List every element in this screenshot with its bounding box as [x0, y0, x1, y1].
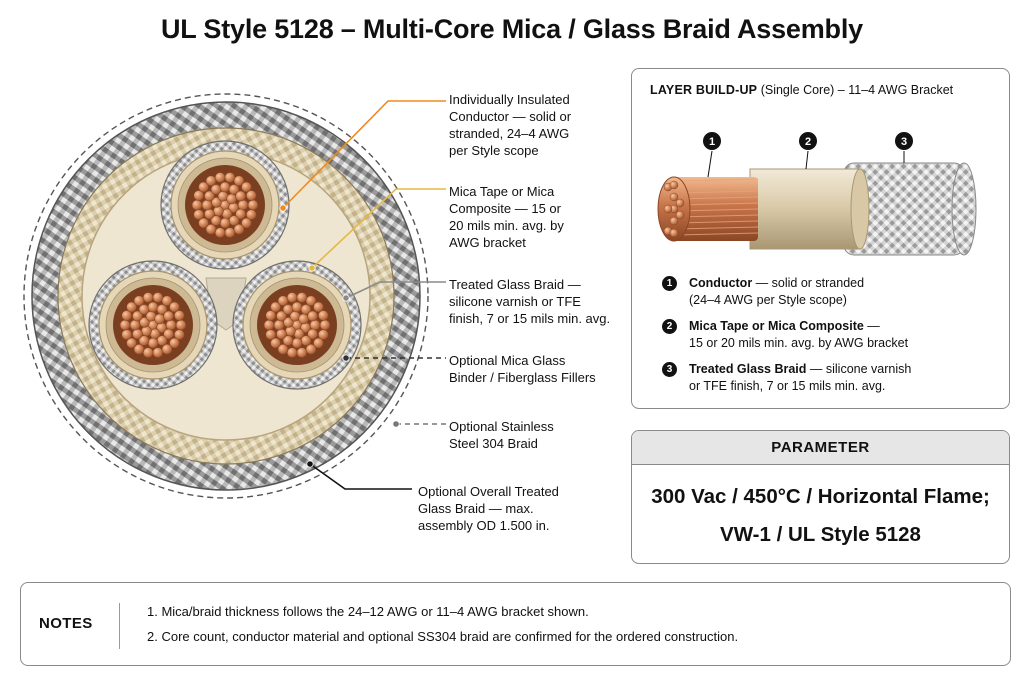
legend-num: 2: [662, 319, 677, 334]
svg-text:3: 3: [901, 136, 907, 148]
parameter-line-1: 300 Vac / 450°C / Horizontal Flame;: [651, 485, 990, 508]
layer-heading-rest: (Single Core) – 11–4 AWG Bracket: [757, 83, 954, 97]
legend-text: —: [863, 319, 880, 333]
notes-panel: NOTES 1. Mica/braid thickness follows th…: [20, 582, 1011, 666]
callout-line: Glass Braid — max.: [418, 501, 534, 516]
svg-text:1: 1: [709, 136, 715, 148]
badge-1: 1: [703, 132, 721, 150]
legend-num: 1: [662, 276, 677, 291]
callout-line: assembly OD 1.500 in.: [418, 518, 550, 533]
svg-text:2: 2: [805, 136, 811, 148]
note-1: 1. Mica/braid thickness follows the 24–1…: [147, 604, 589, 619]
legend-bold: Treated Glass Braid: [689, 362, 807, 376]
parameter-panel: PARAMETER 300 Vac / 450°C / Horizontal F…: [631, 430, 1010, 564]
callout-line: Conductor — solid or: [449, 109, 572, 124]
callout-line: per Style scope: [449, 143, 539, 158]
layer-buildup-panel: LAYER BUILD-UP (Single Core) – 11–4 AWG …: [631, 68, 1010, 409]
callout-line: Composite — 15 or: [449, 201, 561, 216]
callout-line: Optional Stainless: [449, 419, 554, 434]
callout-line: silicone varnish or TFE: [449, 294, 581, 309]
callout-line: Optional Overall Treated: [418, 484, 559, 499]
callout-line: Binder / Fiberglass Fillers: [449, 370, 596, 385]
parameter-line-2: VW-1 / UL Style 5128: [720, 523, 921, 546]
insulated-core: [160, 140, 290, 270]
copper-strands: [119, 292, 187, 358]
copper-strands: [191, 172, 259, 238]
note-2: 2. Core count, conductor material and op…: [147, 629, 739, 644]
notes-divider: [119, 603, 120, 649]
callout-leader: [308, 188, 446, 272]
layer-panel-heading: LAYER BUILD-UP (Single Core) – 11–4 AWG …: [650, 83, 953, 97]
insulated-core: [88, 260, 218, 390]
callout-line: Optional Mica Glass: [449, 353, 566, 368]
legend-line2: 15 or 20 mils min. avg. by AWG bracket: [689, 335, 909, 350]
badge-3: 3: [895, 132, 913, 150]
callout-line: AWG bracket: [449, 235, 526, 250]
badge-2: 2: [799, 132, 817, 150]
legend-line2: or TFE finish, 7 or 15 mils min. avg.: [689, 378, 886, 393]
legend-num: 3: [662, 362, 677, 377]
mica-tape-wrap: [749, 168, 861, 250]
legend-bold: Mica Tape or Mica Composite: [689, 319, 864, 333]
callout-line: Individually Insulated: [449, 92, 570, 107]
callout-leader: [279, 100, 446, 212]
callout-line: Steel 304 Braid: [449, 436, 538, 451]
legend-text: — silicone varnish: [806, 362, 912, 376]
page-title: UL Style 5128 – Multi-Core Mica / Glass …: [161, 14, 863, 44]
notes-label: NOTES: [39, 615, 93, 632]
legend-item-glass-braid: 3 Treated Glass Braid — silicone varnish…: [662, 361, 911, 394]
callout-line: 20 mils min. avg. by: [449, 218, 564, 233]
callout-label: Treated Glass Braid — silicone varnish or…: [449, 276, 610, 327]
legend-text: — solid or stranded: [752, 276, 865, 290]
callout-line: Mica Tape or Mica: [449, 184, 555, 199]
insulated-core: [232, 260, 362, 390]
callout-leader: [306, 460, 412, 490]
callout-leader: [342, 354, 446, 362]
callout-line: finish, 7 or 15 mils min. avg.: [449, 311, 611, 326]
legend-line2: (24–4 AWG per Style scope): [689, 292, 847, 307]
callout-line: stranded, 24–4 AWG: [449, 126, 570, 141]
legend-item-conductor: 1 Conductor — solid or stranded (24–4 AWG…: [662, 275, 864, 308]
legend-bold: Conductor: [689, 276, 753, 290]
callout-leader: [392, 420, 446, 428]
copper-strands: [263, 292, 331, 358]
layer-heading-bold: LAYER BUILD-UP: [650, 83, 758, 97]
single-core-illustration: 1 2 3: [657, 132, 977, 256]
callout-line: Treated Glass Braid —: [449, 277, 581, 292]
legend-item-mica: 2 Mica Tape or Mica Composite — 15 or 20 …: [662, 318, 908, 351]
cable-cross-section: [23, 93, 446, 499]
parameter-header: PARAMETER: [632, 431, 1009, 465]
callout-leader: [342, 281, 446, 302]
